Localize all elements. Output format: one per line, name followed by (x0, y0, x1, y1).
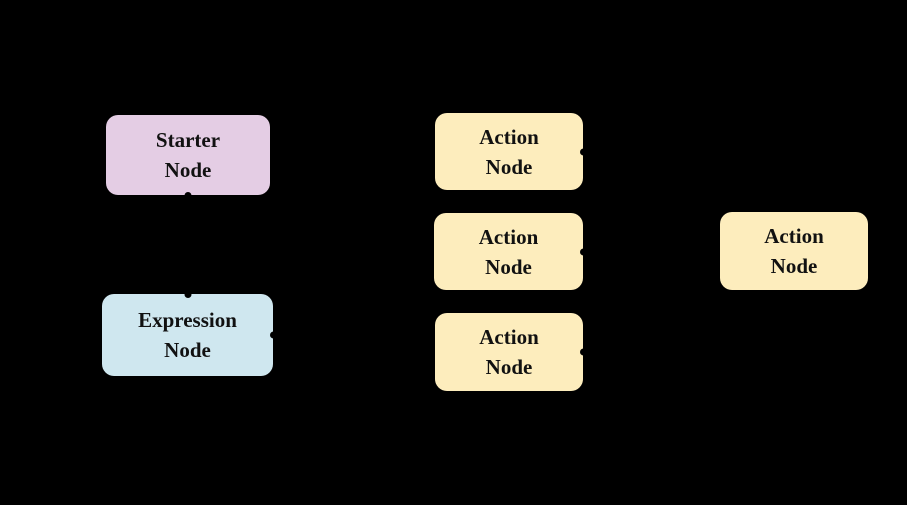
action-node-2-label: Action Node (478, 224, 539, 279)
action-node-4-label: Action Node (764, 224, 824, 278)
starter-node[interactable]: Starter Node (106, 115, 270, 199)
action-node-1-right-handle[interactable] (579, 148, 587, 155)
action-node-4[interactable]: Action Node (720, 212, 868, 290)
action-node-3-right-handle[interactable] (579, 348, 587, 356)
action-node-1-label: Action Node (479, 124, 539, 179)
expression-node-label: Expression Node (138, 308, 237, 362)
starter-node-bottom-handle[interactable] (184, 191, 192, 199)
expression-node[interactable]: Expression Node (102, 290, 277, 376)
starter-node-label: Starter Node (155, 128, 221, 182)
action-node-3-label: Action Node (479, 325, 539, 379)
action-node-2[interactable]: Action Node (434, 213, 587, 290)
expression-node-top-handle[interactable] (184, 290, 191, 298)
expression-node-right-handle[interactable] (269, 331, 277, 339)
action-node-2-right-handle[interactable] (579, 248, 587, 255)
action-node-1[interactable]: Action Node (435, 113, 587, 190)
action-node-3[interactable]: Action Node (435, 313, 587, 391)
